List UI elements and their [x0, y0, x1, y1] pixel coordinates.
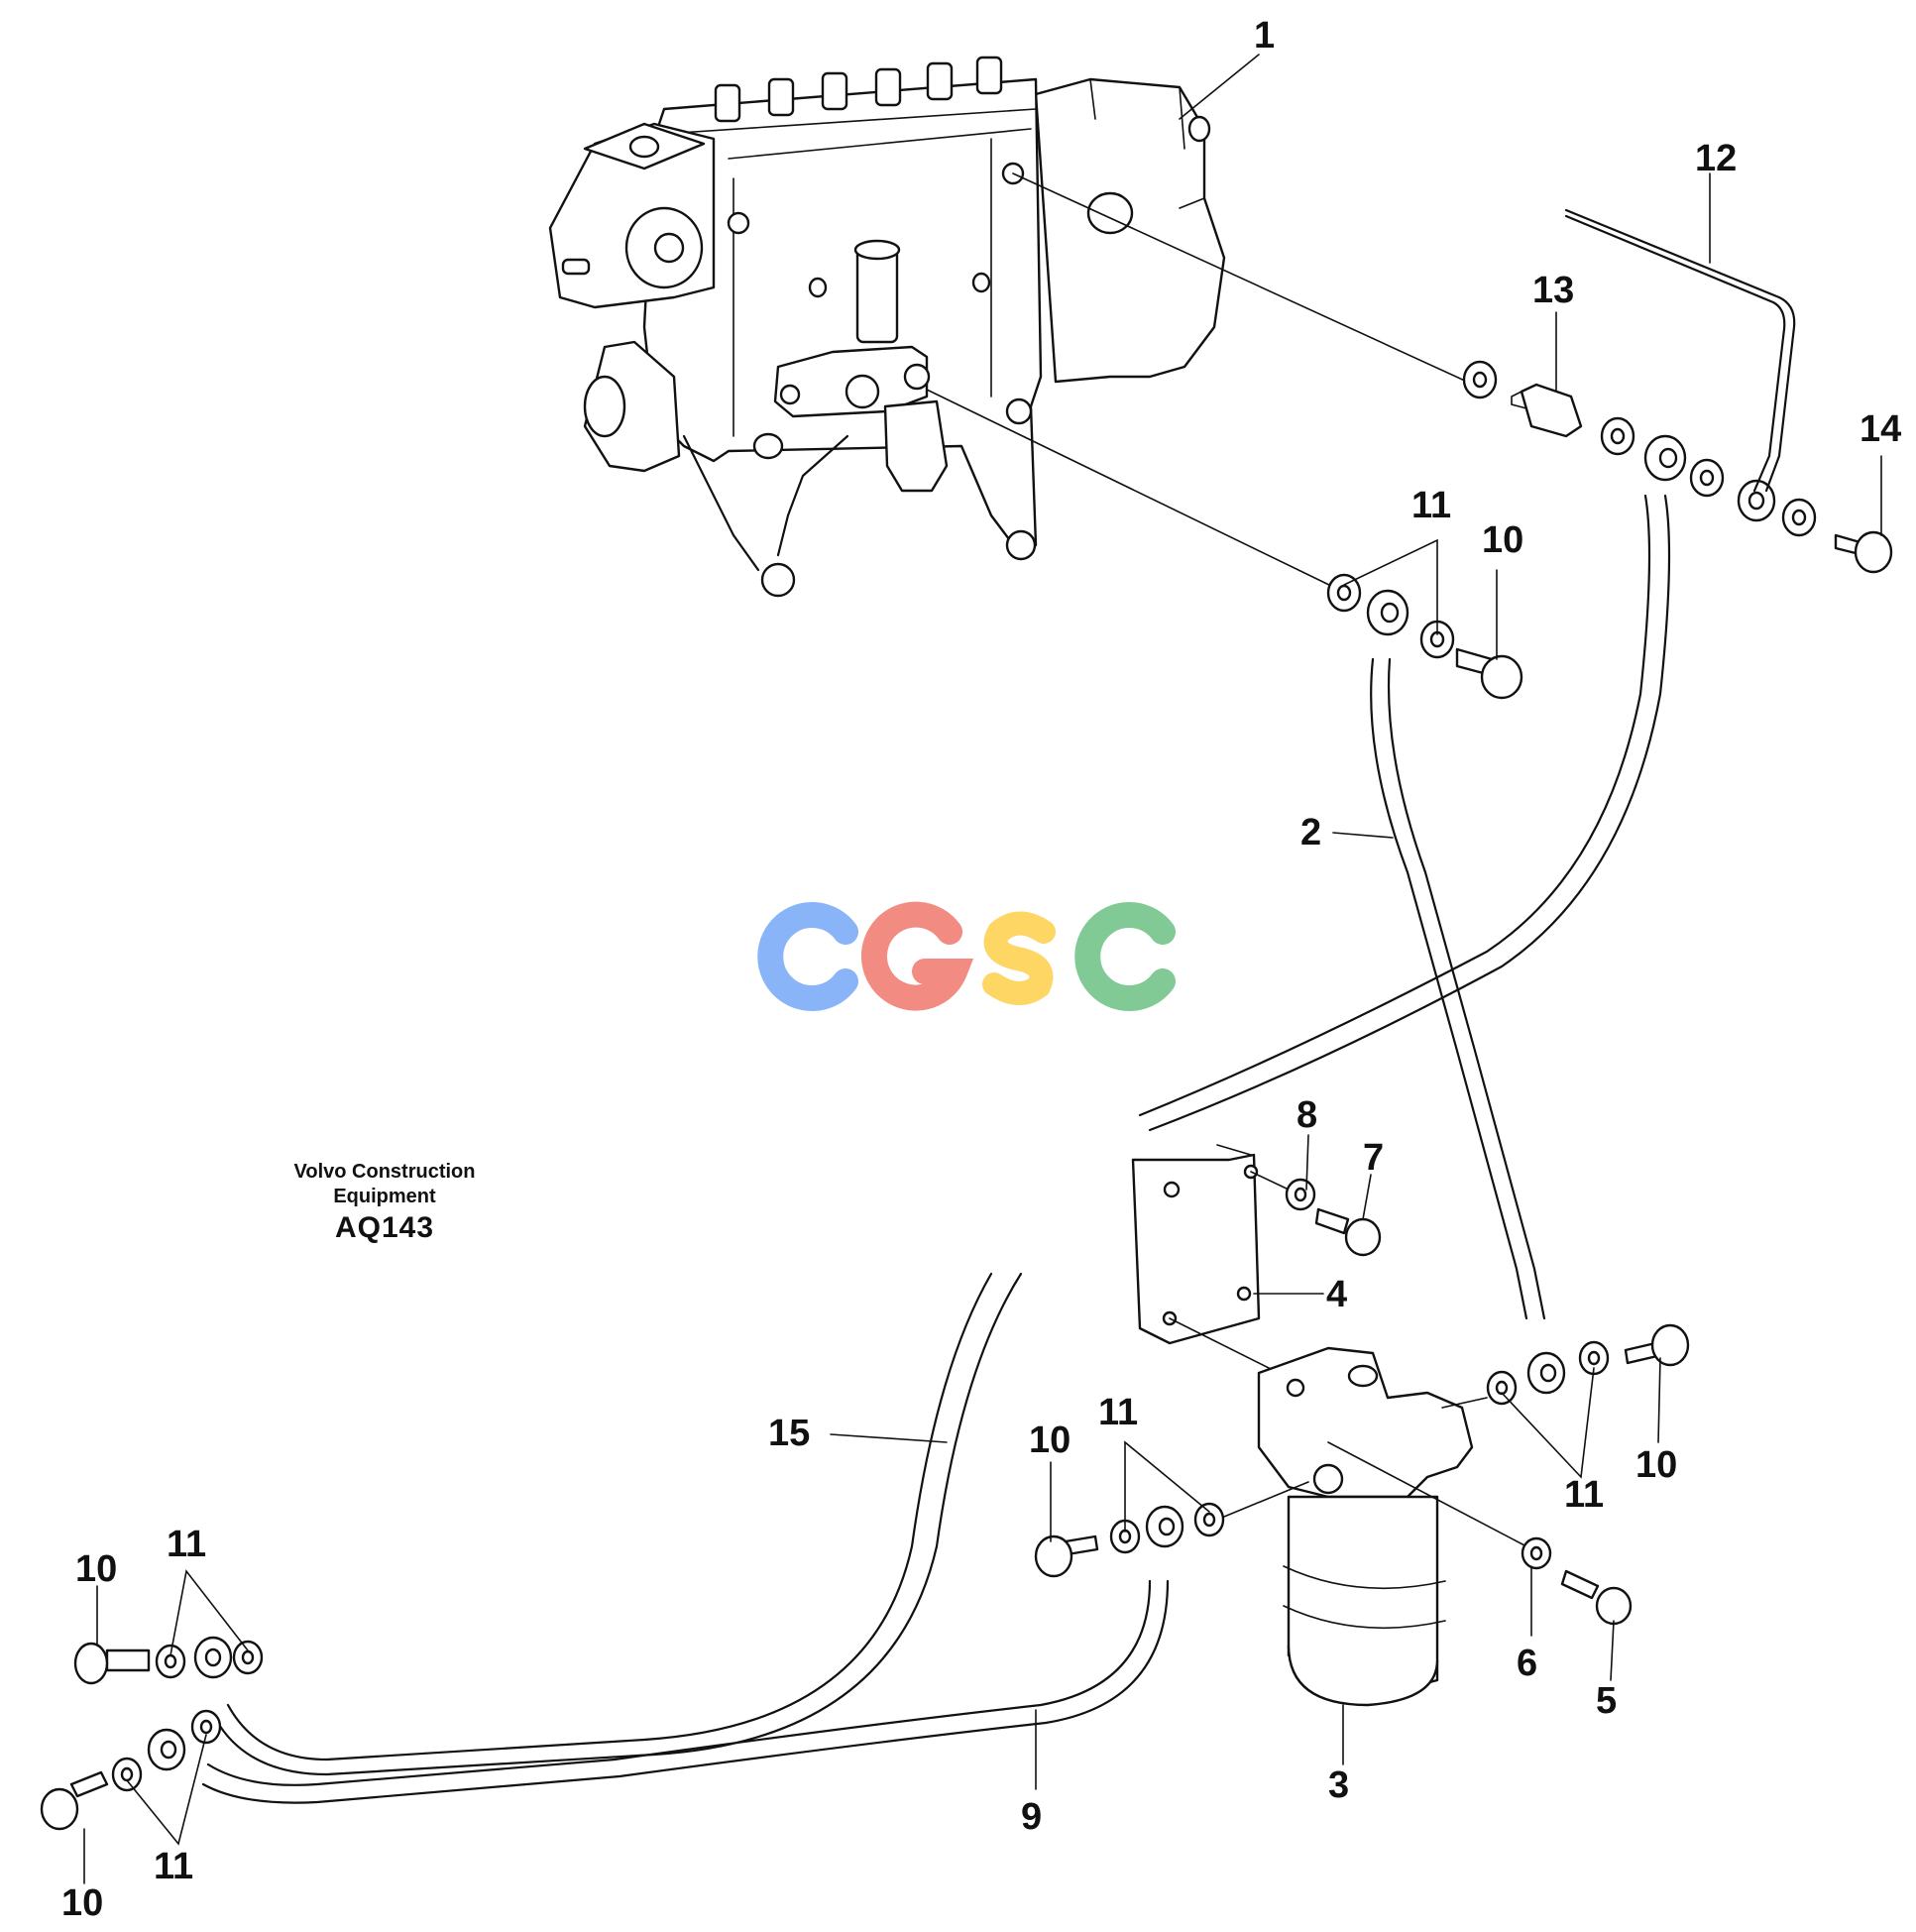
diagram-caption: Volvo Construction Equipment AQ143 [266, 1160, 504, 1247]
caption-code: AQ143 [334, 1211, 435, 1244]
callout-5: 5 [1596, 1680, 1617, 1722]
caption-company: Volvo Construction [293, 1161, 476, 1183]
leader-pump-top [1012, 172, 1468, 383]
cgsc-watermark-logo [757, 901, 1176, 1011]
lower-left-fittings [40, 1636, 264, 1831]
callout-10-lower-a: 10 [75, 1548, 117, 1590]
callout-11-filter-right: 11 [1564, 1474, 1604, 1516]
callout-15: 15 [768, 1413, 810, 1454]
callout-numbers: 1 12 13 14 11 10 2 8 7 4 15 10 11 10 11 … [61, 15, 1901, 1924]
callout-11-filter-left: 11 [1098, 1392, 1138, 1433]
injection-pump [548, 56, 1226, 598]
callout-11-lower-b: 11 [154, 1846, 193, 1887]
callout-12: 12 [1695, 138, 1737, 179]
filter-inlet-fittings [1034, 1481, 1309, 1578]
hoses [201, 494, 1671, 1804]
callout-leaders [83, 54, 1882, 1884]
callout-11-lower-a: 11 [167, 1524, 206, 1565]
callout-8: 8 [1296, 1094, 1317, 1136]
caption-division: Equipment [333, 1186, 436, 1207]
pump-feed-fittings [1326, 573, 1523, 700]
upper-right-fittings [1462, 208, 1893, 574]
callout-6: 6 [1517, 1643, 1537, 1684]
callout-10-filter-right: 10 [1635, 1444, 1677, 1486]
callout-11-pump: 11 [1411, 485, 1451, 526]
leader-pump-feed [926, 389, 1334, 588]
callout-10-lower-b: 10 [61, 1882, 103, 1924]
callout-2: 2 [1300, 812, 1321, 853]
callout-14: 14 [1860, 408, 1901, 450]
callout-4: 4 [1326, 1274, 1347, 1315]
callout-1: 1 [1254, 15, 1275, 57]
callout-10-pump: 10 [1482, 519, 1523, 561]
fuel-filter [1257, 1346, 1633, 1707]
callout-13: 13 [1532, 270, 1574, 311]
callout-7: 7 [1363, 1137, 1384, 1179]
callout-9: 9 [1021, 1796, 1042, 1838]
filter-outlet-fittings [1441, 1323, 1690, 1409]
callout-3: 3 [1328, 1764, 1349, 1806]
callout-10-filter-left: 10 [1029, 1420, 1071, 1461]
bracket [1131, 1144, 1382, 1374]
